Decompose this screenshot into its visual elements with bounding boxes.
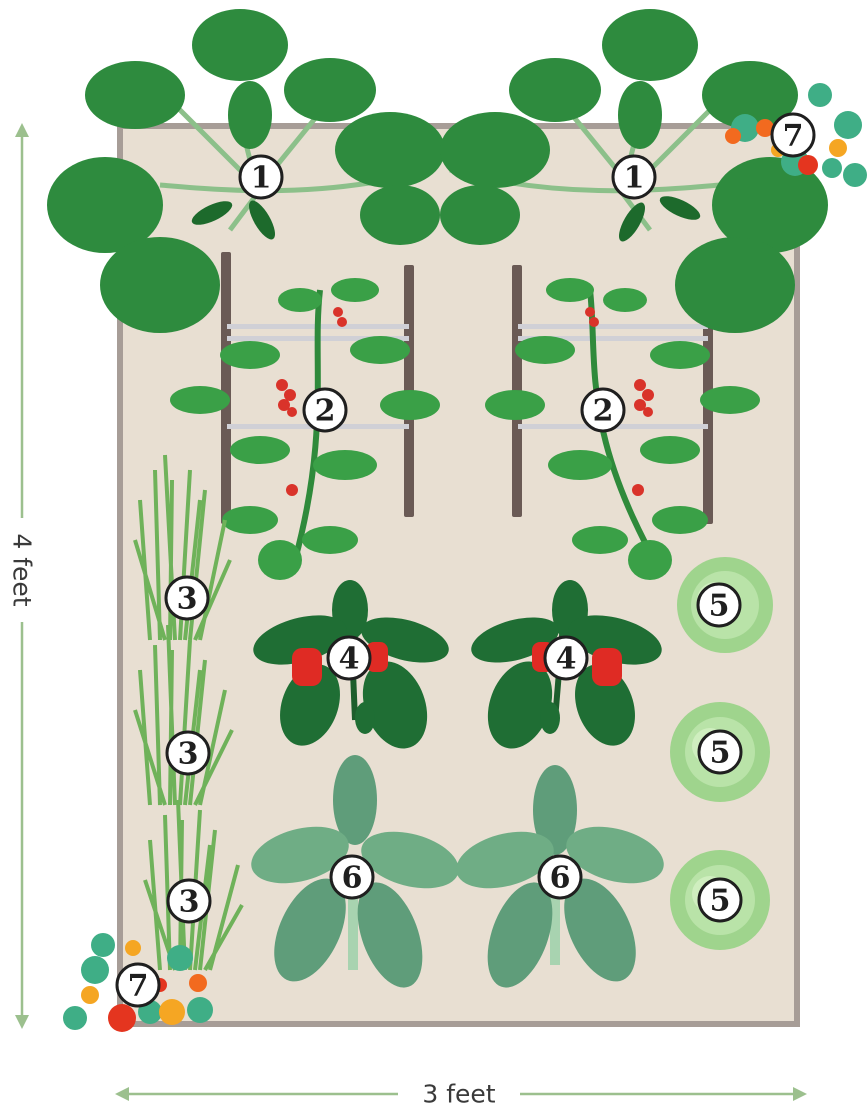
marker-lettuce-middle: 5 bbox=[699, 731, 741, 773]
marker-number: 4 bbox=[556, 642, 577, 677]
marker-pepper-right: 4 bbox=[545, 637, 587, 679]
marker-number: 5 bbox=[710, 884, 731, 919]
marker-kale-left: 6 bbox=[331, 856, 373, 898]
marker-nasturtium-top-right: 7 bbox=[772, 114, 814, 156]
height-label: 4 feet bbox=[8, 533, 37, 606]
marker-squash-right: 1 bbox=[613, 156, 655, 198]
marker-chives-top: 3 bbox=[166, 577, 208, 619]
marker-tomato-right: 2 bbox=[582, 389, 624, 431]
marker-chives-bottom: 3 bbox=[168, 880, 210, 922]
marker-number: 2 bbox=[315, 394, 336, 429]
marker-lettuce-bottom: 5 bbox=[699, 879, 741, 921]
width-label: 3 feet bbox=[422, 1080, 495, 1109]
marker-chives-middle: 3 bbox=[167, 732, 209, 774]
width-dimension: 3 feet bbox=[122, 1080, 800, 1109]
marker-number: 3 bbox=[178, 737, 199, 772]
marker-number: 1 bbox=[624, 161, 645, 196]
marker-kale-right: 6 bbox=[539, 856, 581, 898]
marker-number: 1 bbox=[251, 161, 272, 196]
marker-number: 2 bbox=[593, 394, 614, 429]
marker-number: 3 bbox=[179, 885, 200, 920]
marker-number: 4 bbox=[339, 642, 360, 677]
marker-number: 6 bbox=[342, 861, 363, 896]
marker-number: 3 bbox=[177, 582, 198, 617]
marker-number: 5 bbox=[709, 589, 730, 624]
marker-number: 7 bbox=[783, 119, 804, 154]
marker-lettuce-top: 5 bbox=[698, 584, 740, 626]
marker-number: 7 bbox=[128, 969, 149, 1004]
marker-pepper-left: 4 bbox=[328, 637, 370, 679]
marker-squash-left: 1 bbox=[240, 156, 282, 198]
marker-number: 5 bbox=[710, 736, 731, 771]
height-dimension: 4 feet bbox=[8, 130, 37, 1022]
marker-nasturtium-bottom-left: 7 bbox=[117, 964, 159, 1006]
marker-number: 6 bbox=[550, 861, 571, 896]
marker-tomato-left: 2 bbox=[304, 389, 346, 431]
